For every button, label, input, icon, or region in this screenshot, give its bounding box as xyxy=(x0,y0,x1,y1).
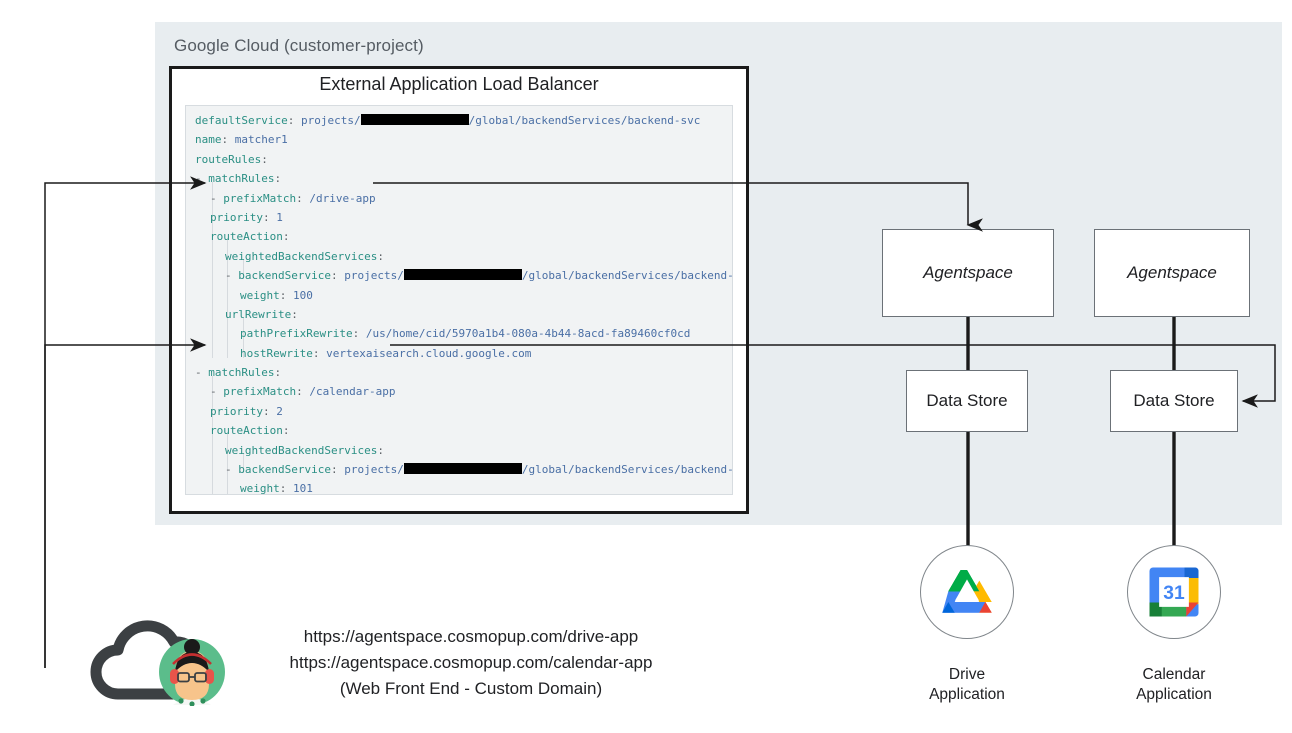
agentspace-box-calendar[interactable]: Agentspace xyxy=(1094,229,1250,317)
hair-bun xyxy=(184,639,200,655)
drive-application-label: Drive Application xyxy=(929,666,1005,703)
yaml-line: weight: 100 xyxy=(240,288,313,302)
frontend-urls: https://agentspace.cosmopup.com/drive-ap… xyxy=(246,624,696,702)
calendar-day-number: 31 xyxy=(1163,583,1185,604)
yaml-line: urlRewrite: xyxy=(225,307,298,321)
yaml-line: routeAction: xyxy=(210,424,290,438)
google-drive-icon xyxy=(942,570,992,613)
yaml-line: name: matcher1 xyxy=(195,133,288,147)
yaml-line: - matchRules: xyxy=(195,366,282,380)
drive-application-circle[interactable] xyxy=(920,545,1014,639)
google-cloud-label: Google Cloud (customer-project) xyxy=(174,36,424,55)
yaml-line: - backendService: projects//global/backe… xyxy=(225,463,733,477)
yaml-line: pathPrefixRewrite: /us/home/cid/5970a1b4… xyxy=(240,327,691,341)
url-drive-app: https://agentspace.cosmopup.com/drive-ap… xyxy=(303,627,639,646)
calendar-application-label: Calendar Application xyxy=(1136,666,1212,703)
yaml-line: - prefixMatch: /calendar-app xyxy=(210,385,396,399)
yaml-line: priority: 1 xyxy=(210,210,283,224)
yaml-line: routeAction: xyxy=(210,230,290,244)
yaml-line: weight: 101 xyxy=(240,482,313,495)
url-calendar-app: https://agentspace.cosmopup.com/calendar… xyxy=(289,653,653,672)
avatar xyxy=(159,639,225,707)
yaml-line: defaultService: projects//global/backend… xyxy=(195,114,701,127)
load-balancer-title: External Application Load Balancer xyxy=(319,74,599,94)
yaml-line: priority: 2 xyxy=(210,404,283,418)
yaml-line: - matchRules: xyxy=(195,172,282,186)
calendar-application-circle[interactable]: 31 xyxy=(1127,545,1221,639)
data-store-box-calendar[interactable]: Data Store xyxy=(1110,370,1238,432)
yaml-line: hostRewrite: vertexaisearch.cloud.google… xyxy=(240,346,532,360)
frontend-caption: (Web Front End - Custom Domain) xyxy=(339,679,603,698)
yaml-line: weightedBackendServices: xyxy=(225,443,384,457)
google-calendar-icon: 31 xyxy=(1149,567,1199,617)
cloud-user-icon xyxy=(78,616,253,707)
yaml-line: - prefixMatch: /drive-app xyxy=(210,191,376,205)
yaml-lines: defaultService: projects//global/backend… xyxy=(187,111,733,495)
yaml-line: routeRules: xyxy=(195,152,268,166)
yaml-line: - backendService: projects//global/backe… xyxy=(225,269,733,283)
data-store-box-drive[interactable]: Data Store xyxy=(906,370,1028,432)
url-map-yaml-code-block: defaultService: projects//global/backend… xyxy=(185,105,733,495)
agentspace-box-drive[interactable]: Agentspace xyxy=(882,229,1054,317)
yaml-line: weightedBackendServices: xyxy=(225,249,384,263)
glasses-icon xyxy=(177,672,207,683)
